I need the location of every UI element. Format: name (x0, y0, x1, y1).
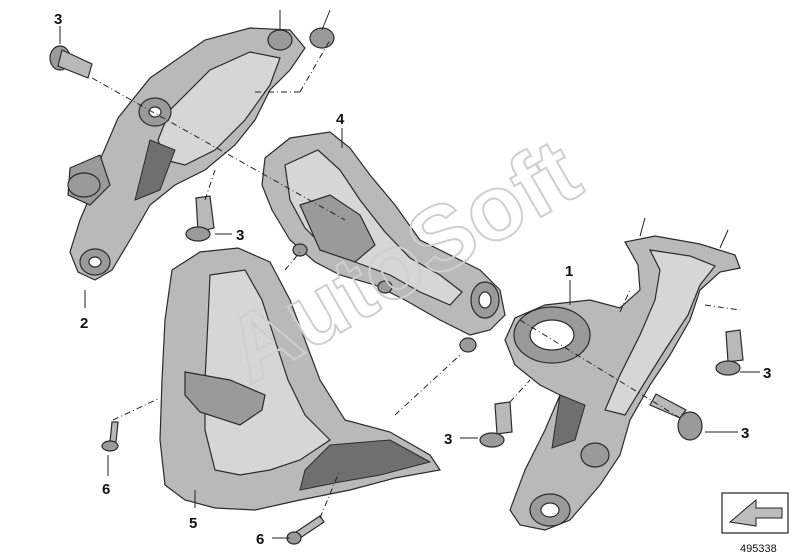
callout-4: 4 (336, 111, 345, 128)
leader-lines (59, 9, 760, 539)
callout-3-top-left: 3 (54, 11, 62, 28)
callout-3-right: 3 (763, 365, 771, 382)
callout-5: 5 (189, 515, 197, 532)
callout-3-bottom-right: 3 (741, 425, 749, 442)
bolt-3e (649, 393, 703, 441)
document-id: 495338 (740, 543, 777, 555)
bolt-3b (185, 195, 215, 242)
callout-3-bottom-center: 3 (444, 431, 452, 448)
screw-6a (101, 421, 119, 452)
callout-6-left: 6 (102, 481, 110, 498)
part-4-center-bracket (261, 131, 506, 353)
bolt-3c (715, 329, 744, 376)
bolt-3a (49, 45, 93, 79)
bolt-3d (479, 401, 513, 448)
callout-2: 2 (80, 315, 88, 332)
callout-1: 1 (565, 263, 573, 280)
navigation-arrow-icon (721, 492, 789, 534)
callout-3-center: 3 (236, 227, 244, 244)
part-5-cover (159, 247, 442, 511)
part-2-left-bracket (67, 27, 335, 281)
screw-6b (286, 515, 325, 545)
assembly-center-lines (91, 39, 741, 519)
callout-6-bottom: 6 (256, 531, 264, 548)
